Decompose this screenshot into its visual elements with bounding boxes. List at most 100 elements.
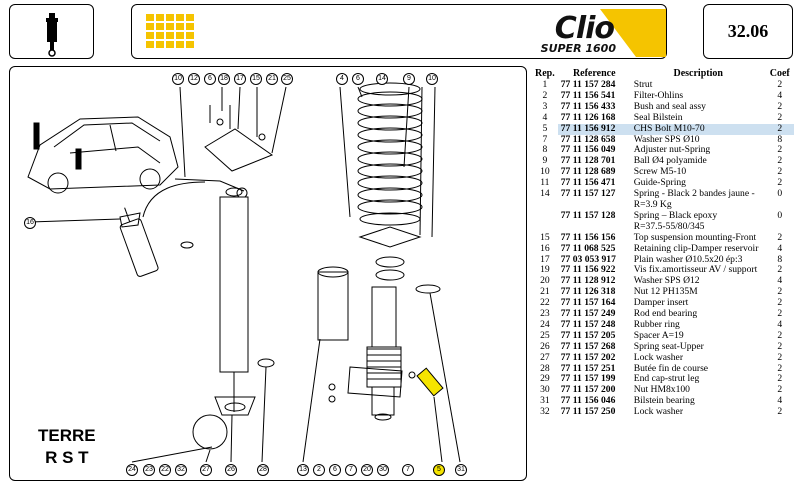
cell-desc: Washer SPS Ø12 [633, 275, 700, 287]
cell-rep: 4 [542, 111, 548, 123]
diagram-caption: TERRE R S T [38, 425, 96, 469]
callout-6-bottom: 6 [329, 464, 341, 476]
cell-desc: Screw M5-10 [633, 166, 687, 178]
cell-ref: 77 11 157 250 [560, 406, 616, 418]
cell-ref: 77 11 126 318 [560, 286, 616, 298]
cell-desc: R=3.9 Kg [633, 198, 672, 210]
callout-2: 2 [313, 464, 325, 476]
cell-desc: Strut [633, 79, 653, 90]
cell-rep: 2 [542, 89, 548, 101]
cell-rep: 26 [540, 340, 550, 352]
cell-coef: 2 [777, 231, 783, 243]
cell-coef: 2 [777, 144, 783, 156]
callout-5-highlighted: 5 [433, 464, 445, 476]
cell-desc: Ball Ø4 polyamide [633, 155, 707, 167]
cell-desc: End cap-strut leg [633, 373, 700, 385]
callout-30: 30 [377, 464, 389, 476]
yellow-stripe-icon [600, 9, 666, 57]
cell-coef: 2 [777, 111, 783, 123]
cell-coef: 2 [777, 79, 783, 90]
cell-desc: Rod end bearing [633, 308, 698, 320]
cell-ref: 77 11 157 200 [560, 384, 616, 396]
cell-rep: 30 [540, 384, 550, 396]
cell-desc: Adjuster nut-Spring [633, 144, 711, 156]
cell-rep [532, 200, 558, 211]
table-header-row: Rep. Reference Description Coef [532, 68, 794, 80]
cell-desc: Bilstein bearing [633, 395, 695, 407]
cell-desc: Lock washer [633, 351, 684, 363]
cell-desc: Nut HM8x100 [633, 384, 690, 396]
cell-ref: 77 11 156 471 [560, 177, 616, 189]
cell-ref: 77 11 157 199 [560, 373, 616, 385]
cell-coef: 2 [777, 155, 783, 167]
header-icon-box [9, 4, 94, 59]
caption-rst: R S T [45, 448, 89, 467]
callout-26: 26 [225, 464, 237, 476]
cell-coef: 8 [777, 133, 783, 145]
cell-desc: Bush and seal assy [633, 100, 706, 112]
cell-ref: 77 11 156 912 [557, 123, 631, 135]
cell-ref: 77 11 157 248 [560, 318, 616, 330]
callout-10-right: 10 [426, 73, 438, 85]
suspension-exploded-view [27, 82, 461, 463]
cell-ref: 77 11 156 433 [560, 100, 616, 112]
cell-rep: 31 [540, 395, 550, 407]
callout-7-b: 7 [402, 464, 414, 476]
cell-coef: 2 [777, 340, 783, 352]
cell-desc: Rubber ring [633, 318, 680, 330]
callout-21: 21 [266, 73, 278, 85]
callout-6-top: 6 [204, 73, 216, 85]
caption-terre: TERRE [38, 426, 96, 445]
cell-coef: 0 [777, 209, 783, 221]
cell-coef: 2 [777, 286, 783, 298]
cell-rep: 7 [542, 133, 548, 145]
cell-rep: 15 [540, 231, 550, 243]
cell-rep: 14 [540, 188, 550, 200]
cell-desc: Spring – Black epoxy [633, 209, 718, 221]
callout-31: 31 [455, 464, 467, 476]
table-row: R=3.9 Kg [532, 198, 794, 211]
cell-desc: Lock washer [633, 406, 684, 418]
header-description: Description [673, 68, 723, 79]
callout-22: 22 [159, 464, 171, 476]
cell-desc: Damper insert [633, 297, 689, 309]
cell-rep [532, 211, 558, 222]
callout-6-mid: 6 [352, 73, 364, 85]
callout-18: 18 [218, 73, 230, 85]
cell-desc: R=37.5-55/80/345 [633, 220, 705, 232]
cell-coef: 2 [777, 406, 783, 418]
cell-rep: 23 [540, 308, 550, 320]
cell-coef: 2 [777, 384, 783, 396]
cell-desc: Retaining clip-Damper reservoir [633, 242, 759, 254]
cell-coef: 4 [777, 242, 783, 254]
cell-rep: 5 [542, 122, 548, 134]
cell-desc: Spring - Black 2 bandes jaune - [633, 188, 755, 200]
cell-rep: 29 [540, 373, 550, 385]
brand-logo: Clio [554, 11, 615, 46]
callout-17: 17 [234, 73, 246, 85]
cell-rep: 24 [540, 318, 550, 330]
cell-rep: 20 [540, 275, 550, 287]
cell-rep: 27 [540, 351, 550, 363]
callout-20: 20 [361, 464, 373, 476]
cell-ref: 77 11 156 049 [560, 144, 616, 156]
cell-desc: Nut 12 PH135M [633, 286, 698, 298]
cell-desc: Top suspension mounting-Front [633, 231, 757, 243]
callout-14: 14 [376, 73, 388, 85]
exploded-diagram: 10 12 6 18 17 15 21 25 4 6 14 9 10 16 24… [9, 66, 527, 481]
header-rep: Rep. [535, 68, 555, 79]
page-number: 32.06 [727, 21, 769, 41]
callout-16: 16 [24, 217, 36, 229]
